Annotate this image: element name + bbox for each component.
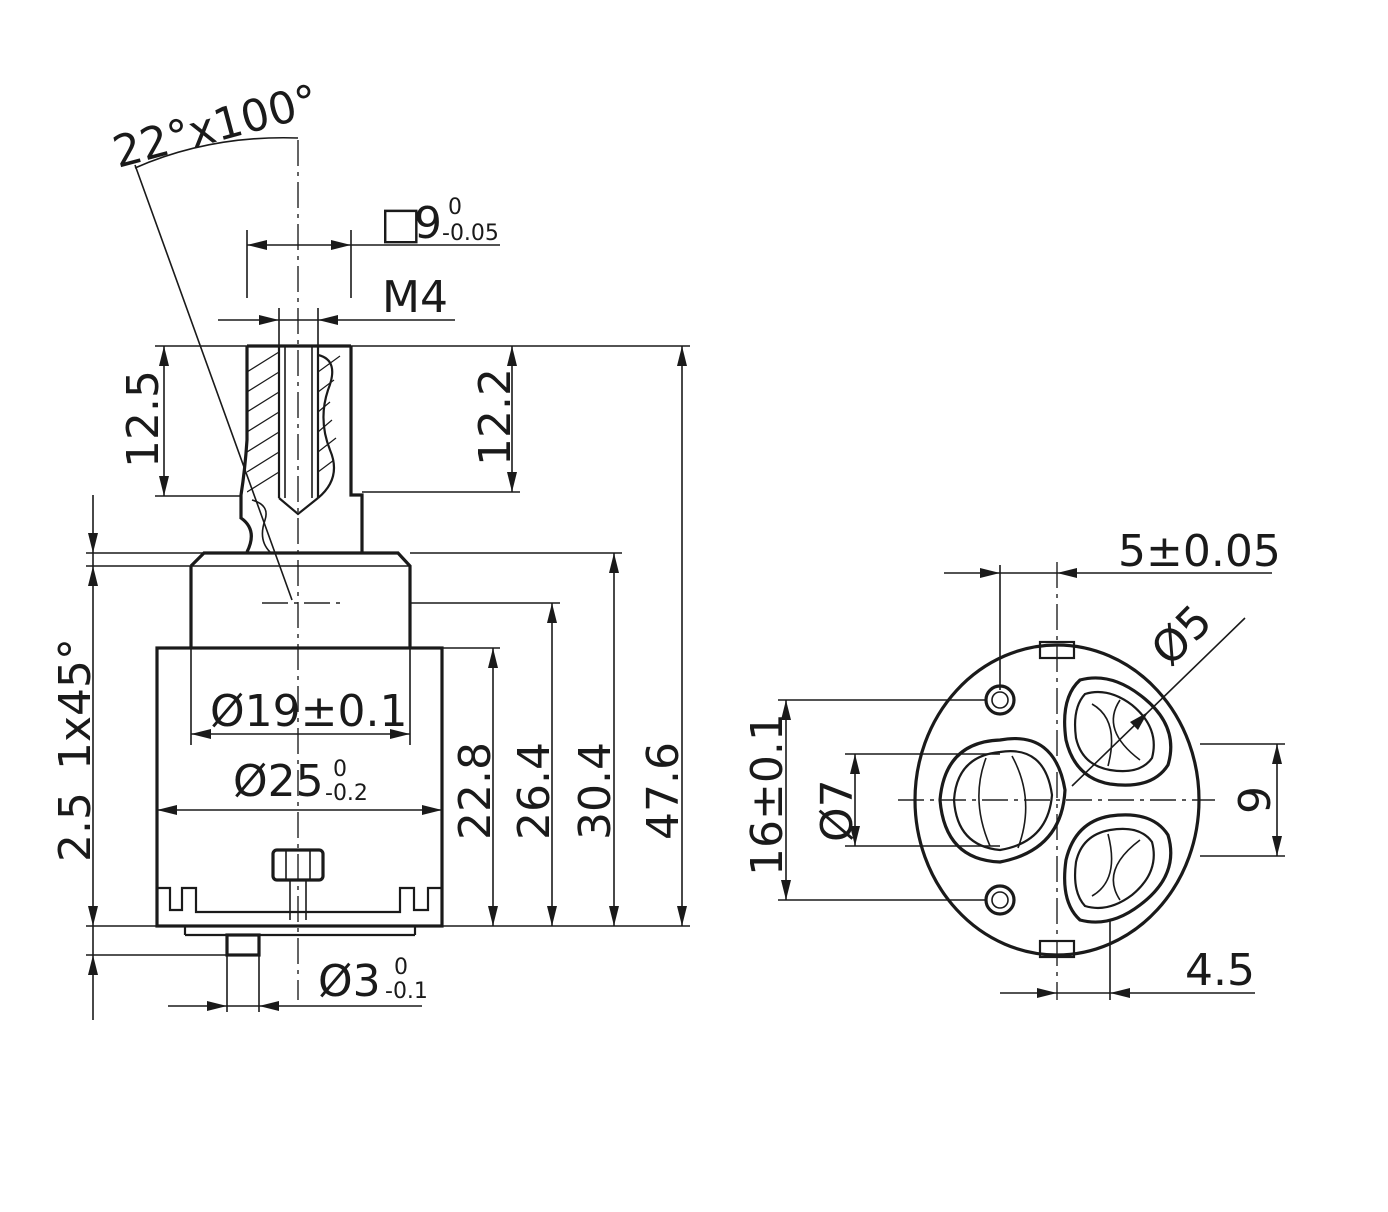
base-offset-dim: 2.5 (50, 792, 101, 862)
outer-circle (913, 643, 1201, 957)
chamfer-dim: 1x45° (50, 638, 101, 770)
mount-hole-top (984, 684, 1016, 716)
height-476-dim: 47.6 (638, 742, 689, 840)
height-264-dim: 26.4 (509, 742, 560, 840)
stem-left-dim: 12.5 (118, 370, 169, 468)
port-upper (1063, 676, 1173, 787)
offset-top-dim: 5±0.05 (1118, 526, 1281, 577)
square-tol-upper: 0 (448, 195, 462, 220)
height-304-dim: 30.4 (570, 742, 621, 840)
spacing16-dim: 16±0.1 (742, 713, 793, 876)
dia25-dim: Ø25 (233, 756, 324, 807)
dia3-tol-lower: -0.1 (385, 979, 428, 1004)
square-value: 9 (414, 198, 442, 249)
height-228-dim: 22.8 (450, 742, 501, 840)
dia25-tol-upper: 0 (333, 757, 347, 782)
square-tol-lower: -0.05 (442, 221, 499, 246)
dia5-dim: Ø5 (1142, 595, 1222, 675)
dia3-tol-upper: 0 (394, 955, 408, 980)
side-view: 22°x100° □ 9 0 -0.05 M4 12.5 12.2 (50, 75, 690, 1020)
dia3-dim: Ø3 (318, 956, 381, 1007)
dia7-dim: Ø7 (812, 779, 863, 842)
stem-right-dim: 12.2 (470, 368, 521, 466)
bottom-view: 5±0.05 Ø5 16±0.1 Ø7 9 4.5 (742, 526, 1285, 1000)
dia25-tol-lower: -0.2 (325, 781, 368, 806)
dia19-dim: Ø19±0.1 (210, 686, 407, 737)
inlet-port-large (938, 737, 1067, 864)
upper-body (189, 551, 412, 648)
lower-body (155, 646, 444, 957)
port-lower (1063, 813, 1173, 924)
square-symbol: □ (380, 198, 422, 249)
offset-bottom-dim: 4.5 (1185, 945, 1255, 996)
thread-label: M4 (382, 272, 448, 323)
stem (239, 344, 364, 553)
angle-label: 22°x100° (108, 75, 324, 179)
spacing9-dim: 9 (1230, 786, 1281, 814)
mount-hole-bottom (984, 884, 1016, 916)
